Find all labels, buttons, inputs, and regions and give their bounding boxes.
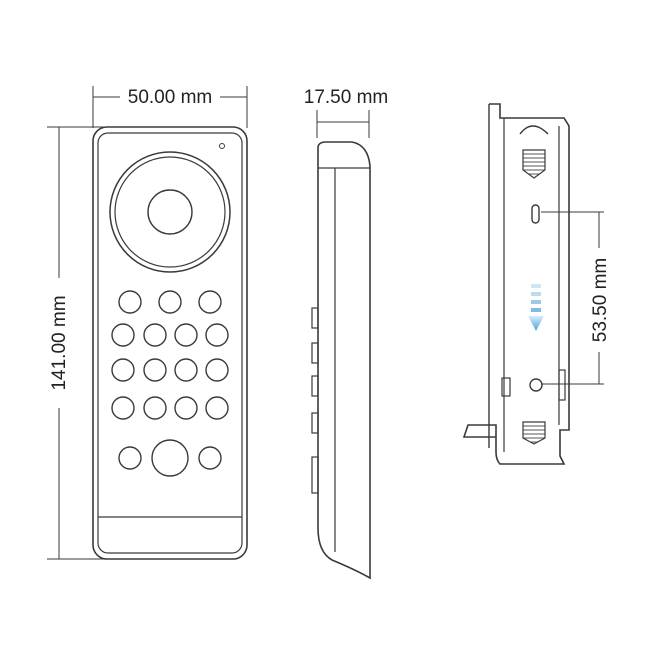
key-button[interactable] — [174, 323, 198, 347]
key-button[interactable] — [205, 396, 229, 420]
down-arrow-icon — [528, 284, 544, 331]
bottom-mount-hole — [529, 378, 543, 392]
width-label: 50.00 mm — [128, 87, 212, 108]
key-button[interactable] — [205, 323, 229, 347]
mount-view: 53.50 mm — [462, 103, 611, 465]
mount-back-outline — [462, 103, 570, 465]
key-button[interactable] — [111, 396, 135, 420]
key-button[interactable] — [174, 358, 198, 382]
key-button[interactable] — [111, 358, 135, 382]
key-button[interactable] — [198, 290, 222, 314]
key-button[interactable] — [118, 290, 142, 314]
side-key — [311, 342, 319, 364]
top-grille — [522, 149, 546, 179]
key-button[interactable] — [174, 396, 198, 420]
side-key — [311, 307, 319, 329]
color-wheel-ring[interactable] — [109, 151, 231, 273]
depth-label: 17.50 mm — [304, 87, 388, 108]
wheel-center-button[interactable] — [147, 189, 193, 235]
bottom-grille — [522, 421, 546, 445]
remote-outer-body — [92, 126, 248, 560]
depth-dimension: 17.50 mm — [304, 87, 388, 138]
color-wheel-inner — [114, 156, 226, 268]
key-button[interactable] — [143, 358, 167, 382]
key-button[interactable] — [111, 323, 135, 347]
height-dimension: 141.00 mm — [47, 126, 112, 560]
width-dimension: 50.00 mm — [92, 86, 248, 128]
key-button[interactable] — [143, 396, 167, 420]
key-button[interactable] — [205, 358, 229, 382]
side-notch — [558, 369, 566, 401]
mount-spacing-dimension: 53.50 mm — [541, 211, 611, 385]
keypad — [111, 290, 229, 477]
key-button[interactable] — [118, 446, 142, 470]
key-button[interactable] — [158, 290, 182, 314]
led-indicator-icon — [219, 143, 225, 149]
side-profile-outline — [317, 141, 371, 580]
large-key-button[interactable] — [151, 439, 189, 477]
side-view: 17.50 mm — [304, 87, 388, 580]
height-label: 141.00 mm — [49, 295, 70, 390]
mount-spacing-label: 53.50 mm — [590, 258, 611, 342]
top-mount-hole — [531, 204, 540, 224]
key-button[interactable] — [198, 446, 222, 470]
side-buttons — [311, 307, 319, 494]
key-button[interactable] — [143, 323, 167, 347]
front-view: 50.00 mm 141.00 mm — [47, 86, 248, 560]
side-key — [311, 375, 319, 397]
side-key — [311, 456, 319, 494]
top-hook — [519, 125, 549, 135]
bottom-mount-notch — [501, 377, 511, 397]
remote-inner-body — [97, 132, 243, 554]
side-key — [311, 412, 319, 434]
